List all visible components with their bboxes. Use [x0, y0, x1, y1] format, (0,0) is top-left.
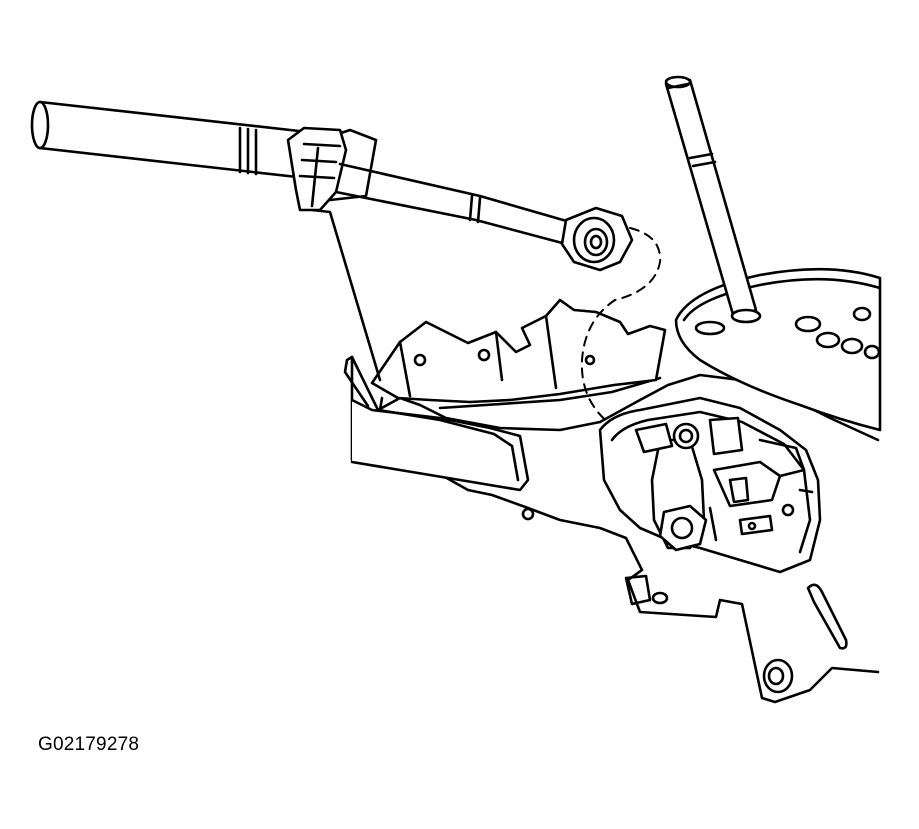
shifter-plate: [674, 267, 882, 432]
figure-id-label: G02179278: [38, 734, 140, 755]
cable-end-bushing: [560, 206, 662, 425]
detent-lever-assembly: [598, 396, 822, 606]
notched-gate-bracket: [370, 298, 667, 404]
shift-lever-rod: [664, 75, 762, 324]
shift-cable: [30, 100, 572, 246]
lower-mount-hole: [521, 507, 848, 694]
front-bracket-plate: [350, 398, 530, 492]
